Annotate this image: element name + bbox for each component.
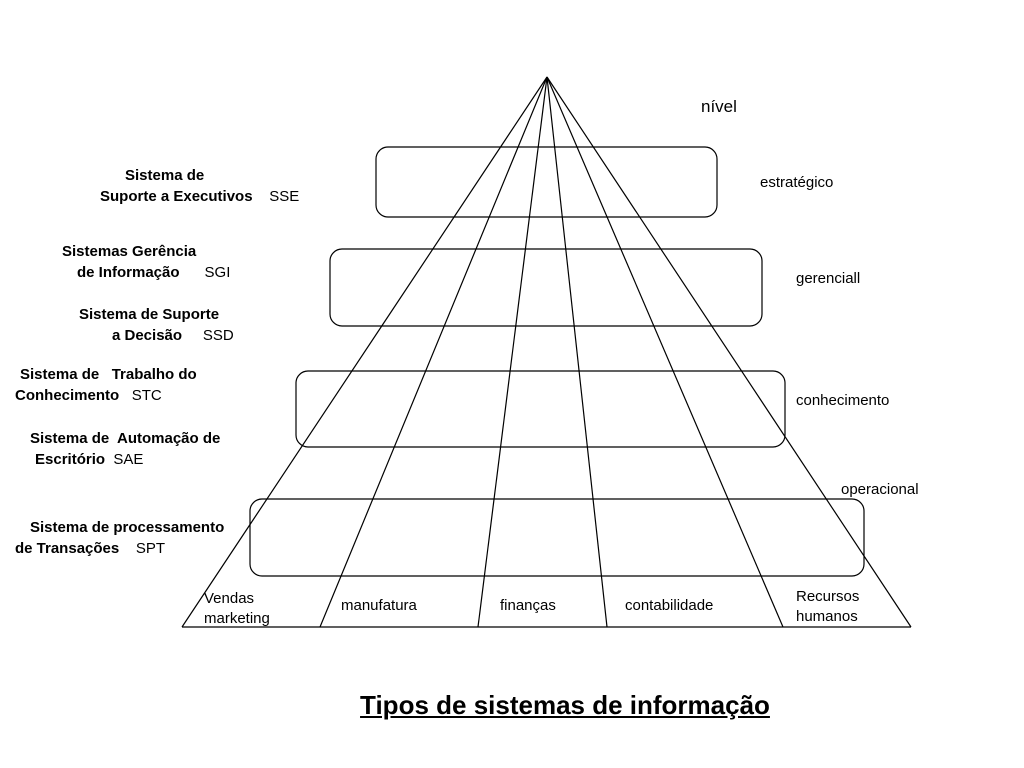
area-sales-marketing: Vendas marketing (204, 589, 270, 629)
system-sgi-line1: Sistemas Gerência (62, 243, 197, 260)
pyramid-edge-right (546, 76, 912, 628)
system-ssd-line1: Sistema de Suporte (79, 306, 220, 323)
system-spt-abbr: SPT (135, 540, 166, 557)
system-spt-row2: de Transações SPT (15, 539, 165, 559)
system-sae-abbr: SAE (113, 451, 144, 468)
system-sgi-line2: de Informação (77, 264, 180, 281)
area-sales-line1: Vendas (204, 590, 255, 607)
system-ssd-row2: a Decisão SSD (112, 326, 234, 346)
level-box-operational (249, 498, 865, 577)
area-hr-line1: Recursos (796, 588, 860, 605)
system-sae: Sistema de Automação de (30, 429, 220, 449)
system-stc-line1: Sistema de Trabalho do (20, 366, 197, 383)
system-sgi-row2: de Informação SGI (77, 263, 230, 283)
area-human-resources: Recursos humanos (796, 587, 859, 627)
system-ssd: Sistema de Suporte (79, 305, 219, 325)
system-stc-abbr: STC (131, 387, 162, 404)
level-box-managerial (329, 248, 763, 327)
system-spt: Sistema de processamento (30, 518, 224, 538)
area-sales-line2: marketing (204, 610, 270, 627)
level-header: nível (701, 97, 737, 116)
system-sgi-abbr: SGI (204, 264, 231, 281)
level-box-knowledge (295, 370, 786, 448)
system-spt-line2: de Transações (15, 540, 120, 557)
system-stc-line2: Conhecimento (15, 387, 120, 404)
system-sse: Sistema de (125, 166, 204, 186)
area-hr-line2: humanos (796, 608, 858, 625)
level-label-knowledge: conhecimento (796, 392, 890, 409)
level-label-managerial: gerenciall (796, 270, 861, 287)
system-stc: Sistema de Trabalho do (20, 365, 197, 385)
pyramid-divider-2 (477, 76, 548, 628)
pyramid-divider-1 (319, 76, 548, 628)
area-manufacturing: manufatura (341, 597, 417, 614)
pyramid-edge-left (181, 76, 548, 628)
system-ssd-line2: a Decisão (112, 327, 183, 344)
system-sae-row2: Escritório SAE (35, 450, 143, 470)
diagram-title: Tipos de sistemas de informação (360, 690, 770, 720)
system-sse-abbr: SSE (269, 188, 300, 205)
area-finance: finanças (500, 597, 556, 614)
system-sse-line1: Sistema de (125, 167, 205, 184)
level-label-strategic: estratégico (760, 174, 834, 191)
level-box-strategic (375, 146, 718, 218)
system-sgi: Sistemas Gerência (62, 242, 196, 262)
level-label-operational: operacional (841, 481, 919, 498)
area-accounting: contabilidade (625, 597, 714, 614)
system-sae-line2: Escritório (35, 451, 106, 468)
system-sae-line1: Sistema de Automação de (30, 430, 221, 447)
system-stc-row2: Conhecimento STC (15, 386, 162, 406)
system-sse-line2: Suporte a Executivos (100, 188, 253, 205)
system-spt-line1: Sistema de processamento (30, 519, 225, 536)
pyramid-divider-4 (546, 76, 784, 628)
system-sse-row2: Suporte a Executivos SSE (100, 187, 299, 207)
pyramid-divider-3 (546, 76, 608, 628)
system-ssd-abbr: SSD (202, 327, 234, 344)
